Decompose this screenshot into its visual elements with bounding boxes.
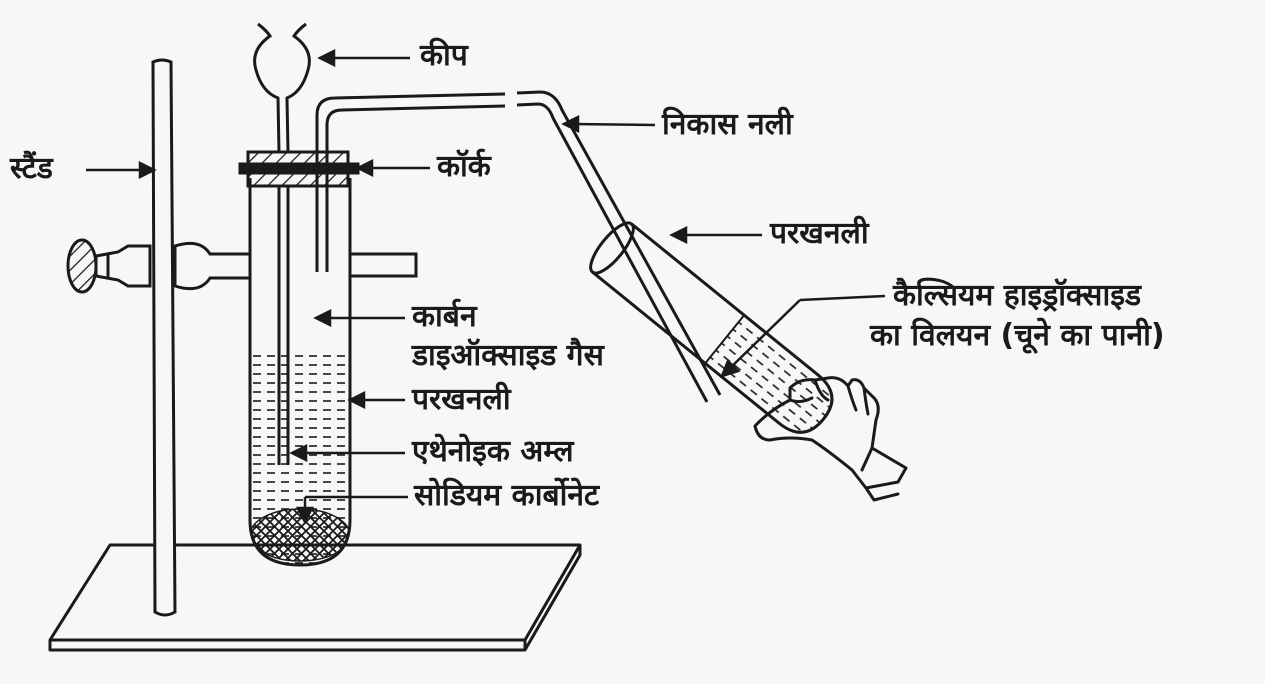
arrow-stand [86, 160, 157, 180]
cork [238, 150, 360, 188]
label-parakhnali-right: परखनली [770, 216, 869, 251]
arrow-parakhnali-left [347, 390, 405, 410]
label-keep: कीप [420, 38, 468, 73]
arrow-keep [317, 48, 410, 68]
stand-rod [151, 58, 177, 617]
arrow-ethanoic-acid [289, 443, 405, 463]
arrow-sodium-carbonate [295, 495, 408, 525]
arrow-cork [355, 158, 430, 178]
left-test-tube [248, 178, 352, 567]
label-nikas-nali: निकास नली [662, 107, 793, 142]
label-calcium-line1: कैल्सियम हाइड्रॉक्साइड [893, 278, 1142, 313]
label-parakhnali-left: परखनली [412, 382, 511, 417]
label-calcium-line2: का विलयन (चूने का पानी) [870, 318, 1165, 353]
thistle-funnel [253, 22, 311, 465]
label-sodium-carbonate: सोडियम कार्बोनेट [414, 478, 600, 513]
leader-arrows [86, 48, 886, 525]
label-ethanoic-acid: एथेनोइक अम्ल [412, 434, 574, 469]
clamp [66, 238, 418, 294]
hand [753, 376, 908, 502]
outlet-tube [315, 90, 722, 403]
stand-base [48, 543, 582, 652]
arrow-nikas-nali [561, 114, 656, 134]
arrow-parakhnali-right [669, 225, 762, 245]
label-cork: कॉर्क [437, 149, 491, 184]
label-stand: स्टैंड [10, 151, 53, 186]
arrow-co2 [313, 308, 405, 328]
arrow-calcium [719, 294, 886, 378]
label-co2-line1: कार्बन [412, 299, 477, 334]
label-co2-line2: डाइऑक्साइड गैस [412, 338, 604, 373]
